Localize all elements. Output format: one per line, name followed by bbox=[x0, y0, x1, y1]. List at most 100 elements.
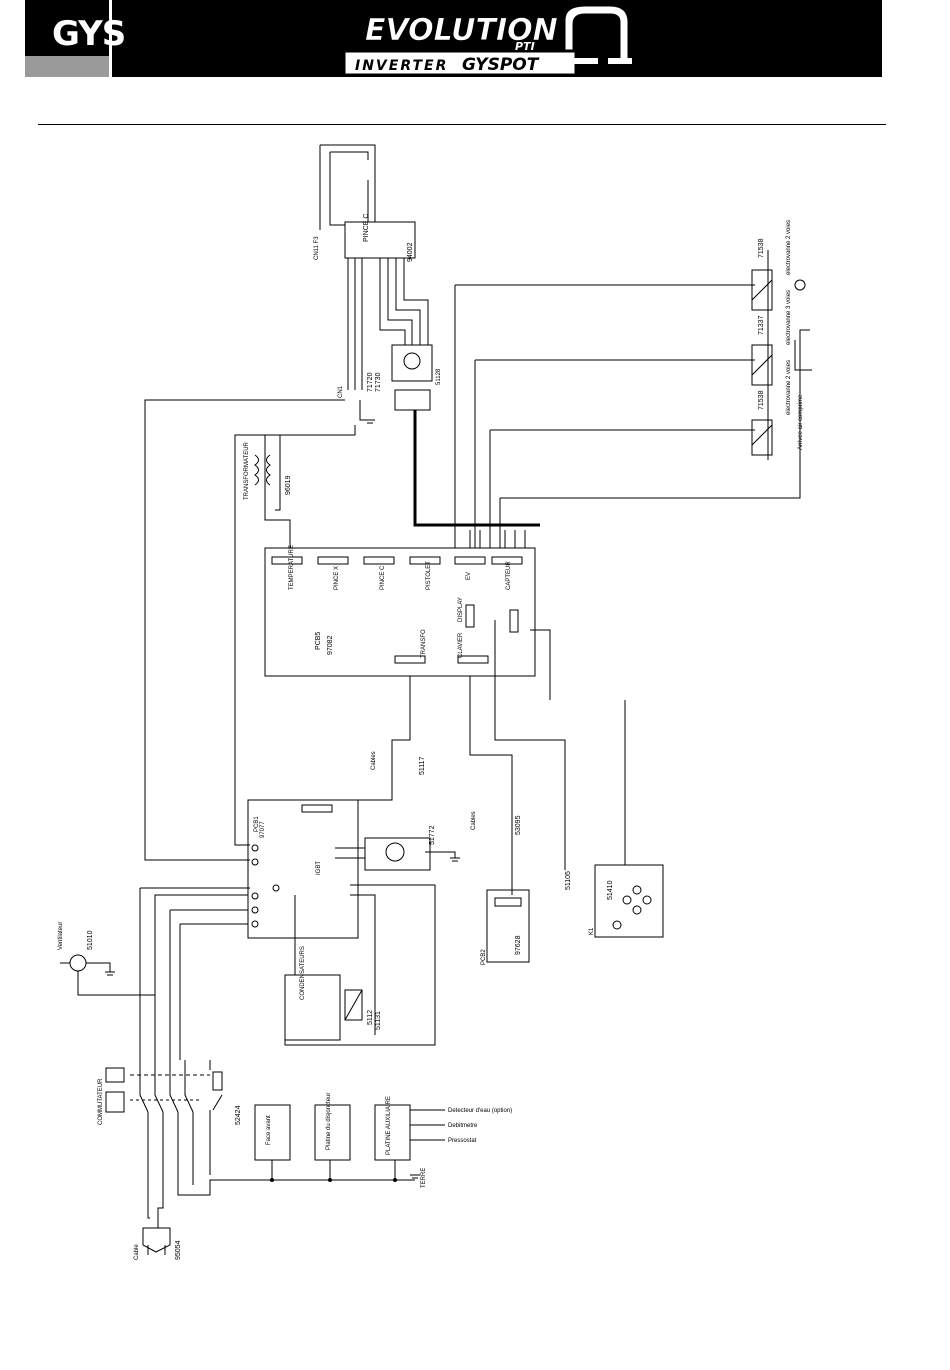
label-71730: 71730 bbox=[375, 372, 382, 392]
product-logo: EVOLUTION PTI INVERTER GYSPOT bbox=[344, 5, 632, 75]
clamp-tip-right bbox=[608, 58, 632, 64]
face-avant-panel bbox=[254, 1104, 291, 1161]
wire-clamp-left bbox=[329, 152, 345, 226]
label-switch-ref: 52424 bbox=[235, 1105, 242, 1125]
board-pins bbox=[469, 530, 526, 548]
label-plug: Cable bbox=[134, 1244, 140, 1260]
ground-node-3 bbox=[393, 1178, 397, 1182]
label-pince-top: PINCE C bbox=[363, 214, 370, 242]
breaker-contact bbox=[212, 1094, 223, 1111]
valve-diagonals bbox=[751, 279, 773, 446]
conn-display bbox=[465, 604, 475, 628]
label-switch: COMMUTATEUR bbox=[98, 1078, 104, 1125]
label-electrovanne-2: electrovanne 3 voies bbox=[786, 290, 792, 345]
wire-transfo-to-pcb1 bbox=[315, 676, 411, 801]
wire-cn1-to-pcb1 bbox=[144, 399, 345, 861]
relay-coil bbox=[344, 989, 363, 1021]
platine-aux-panel bbox=[374, 1104, 411, 1161]
switch-handle-top[interactable] bbox=[105, 1067, 125, 1083]
key-down[interactable] bbox=[632, 905, 642, 915]
label-ground: TERRE bbox=[421, 1168, 427, 1188]
conn-pince-c bbox=[363, 556, 395, 565]
platine-panel bbox=[314, 1104, 351, 1161]
aux-output-wires bbox=[410, 1109, 445, 1141]
wire-clamp-top-2 bbox=[330, 151, 369, 160]
label-71720: 71720 bbox=[367, 372, 374, 392]
conn-capteur bbox=[491, 556, 523, 565]
header-rule bbox=[38, 124, 886, 125]
product-name-evolution: EVOLUTION bbox=[365, 13, 558, 48]
relay-diagonal bbox=[344, 989, 363, 1021]
wire-h bbox=[395, 258, 421, 345]
resistance-block bbox=[391, 344, 433, 382]
wire-capacitor-loop bbox=[284, 884, 436, 1046]
label-out-1: Detecteur d'eau (option) bbox=[448, 1108, 512, 1114]
fan-wires bbox=[60, 962, 111, 972]
label-pcb-display: PCB2 bbox=[481, 949, 487, 965]
brand-logo-band bbox=[25, 56, 111, 77]
key-up[interactable] bbox=[632, 885, 642, 895]
label-cn1: CN1 bbox=[338, 385, 344, 398]
label-pince-top-ref: 94002 bbox=[407, 242, 414, 262]
clamp-tip bbox=[570, 58, 598, 64]
key-enter[interactable] bbox=[612, 920, 622, 930]
label-electrovanne-1: electrovanne 2 voies bbox=[786, 220, 792, 275]
conn-pince-x bbox=[317, 556, 349, 565]
wire-f bbox=[379, 258, 406, 345]
label-capacitor: CONDENSATEURS bbox=[300, 946, 306, 1000]
pcb1-terminal-6 bbox=[272, 884, 280, 892]
switch-contacts bbox=[139, 1060, 194, 1113]
electrovalve-2-body bbox=[751, 344, 773, 386]
keyboard-block bbox=[594, 864, 664, 938]
wire-cn1-to-pcb1-b bbox=[234, 425, 356, 846]
key-left[interactable] bbox=[622, 895, 632, 905]
electrovalve-3-body bbox=[751, 419, 773, 456]
wire-transfo-2 bbox=[275, 435, 281, 511]
label-pcb-main: PCB5 bbox=[315, 632, 322, 650]
conn-ev bbox=[454, 556, 486, 565]
label-igbt: IGBT bbox=[316, 861, 322, 875]
label-cables-2-ref: 53095 bbox=[515, 815, 522, 835]
logo-separator bbox=[109, 0, 112, 77]
key-right[interactable] bbox=[642, 895, 652, 905]
panel-ground-wires bbox=[271, 1160, 396, 1180]
wire-sensor bbox=[500, 329, 810, 499]
label-pcb-power: PCB1 bbox=[254, 816, 260, 832]
igbt-wires bbox=[335, 847, 365, 859]
label-out-2: Debitmetre bbox=[448, 1123, 478, 1129]
label-pcb-power-ref: 97077 bbox=[260, 821, 266, 838]
label-igbt-ref: 51772 bbox=[429, 825, 436, 845]
label-conn-capteur: CAPTEUR bbox=[506, 561, 512, 590]
label-resistance-ref: 51128 bbox=[436, 368, 442, 385]
label-arrivee: Arrivee air comprime bbox=[798, 394, 804, 450]
wire-display bbox=[494, 620, 566, 870]
switch-handle-bottom[interactable] bbox=[105, 1091, 125, 1113]
plug-pins bbox=[147, 1245, 166, 1255]
pcb1-terminal-2 bbox=[251, 858, 259, 866]
wire-heavy-bus bbox=[413, 410, 540, 527]
ground-symbol-fan bbox=[105, 971, 115, 976]
igbt-ground bbox=[425, 851, 456, 858]
label-fan: Ventilateur bbox=[58, 922, 64, 950]
conn-pistolet bbox=[409, 556, 441, 565]
label-cables-1-ref: 51117 bbox=[419, 756, 426, 775]
pcb1-terminal-3 bbox=[251, 892, 259, 900]
label-fan-ref: 51010 bbox=[87, 930, 94, 950]
ground-symbol bbox=[365, 419, 375, 424]
label-ev2: 71337 bbox=[758, 315, 765, 335]
ground-node-1 bbox=[270, 1178, 274, 1182]
label-capacitor-ref1: 5112 bbox=[367, 1010, 374, 1025]
product-name-gyspot: GYSPOT bbox=[462, 55, 540, 75]
label-platine: Platine du disjoncteur bbox=[326, 1093, 332, 1150]
label-out-3: Pressostat bbox=[448, 1138, 477, 1144]
pince-c-connector bbox=[344, 221, 416, 259]
transfo-coil-right bbox=[266, 454, 271, 486]
label-conn-tc: TEMPERATURE bbox=[289, 545, 295, 590]
wire-g bbox=[387, 258, 413, 345]
breaker-switch[interactable] bbox=[212, 1071, 223, 1091]
wire-main-4 bbox=[179, 923, 248, 1060]
label-transfo: TRANSFORMATEUR bbox=[244, 441, 250, 500]
terminal-block bbox=[394, 389, 431, 411]
pcb-main-board bbox=[264, 547, 536, 677]
